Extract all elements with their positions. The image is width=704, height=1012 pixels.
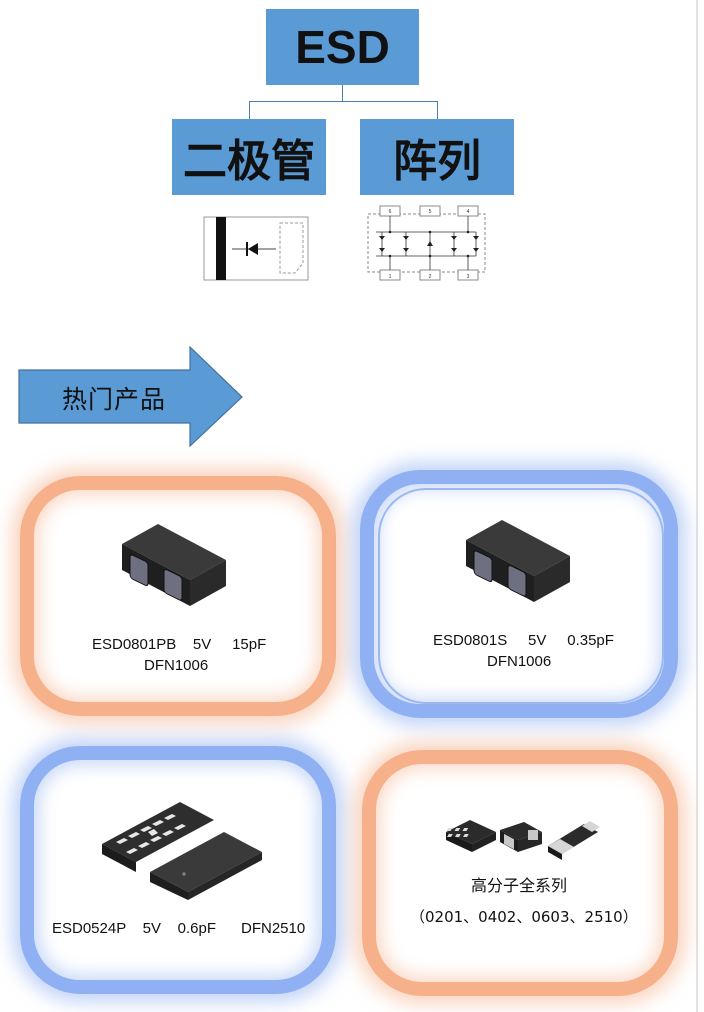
product-package-esd0801pb: DFN1006 <box>144 657 209 674</box>
card-inner-outline <box>378 488 664 704</box>
chip-image-polymer-series <box>446 820 600 860</box>
esd-root-box: ESD <box>266 9 419 85</box>
product-package-esd0801s: DFN1006 <box>487 653 552 670</box>
array-label: 阵列 <box>393 136 481 187</box>
pin-label-top-2: 5 <box>429 209 432 215</box>
connector-root-stem <box>342 85 343 101</box>
chip-image-dfn2510 <box>102 802 262 900</box>
connector-right-stem <box>437 101 438 119</box>
diode-label: 二极管 <box>183 136 315 187</box>
product-spec-esd0524p: ESD0524P 5V 0.6pF DFN2510 <box>52 920 306 937</box>
chip-image-dfn1006-a <box>122 524 226 606</box>
product-card-esd0801pb[interactable] <box>20 476 336 716</box>
diode-box: 二极管 <box>172 119 326 195</box>
product-spec-esd0801pb: ESD0801PB 5V 15pF <box>92 636 267 653</box>
product-card-esd0524p[interactable] <box>20 746 336 994</box>
product-spec-polymer-series: 高分子全系列 <box>471 876 568 895</box>
connector-horizontal <box>249 101 437 102</box>
diode-package-schematic <box>203 216 309 281</box>
pin-label-top-1: 6 <box>389 209 392 215</box>
pin-label-bottom-1: 1 <box>389 274 392 280</box>
product-card-esd0801s[interactable] <box>360 470 678 718</box>
esd-root-label: ESD <box>295 21 390 73</box>
pin-label-bottom-3: 3 <box>467 274 470 280</box>
pin-label-top-3: 4 <box>467 209 470 215</box>
product-sizes-polymer-series: （0201、0402、0603、2510） <box>410 908 638 926</box>
array-package-schematic: 6 5 4 1 2 3 <box>367 205 486 281</box>
pin-label-bottom-2: 2 <box>429 274 432 280</box>
array-box: 阵列 <box>360 119 514 195</box>
hot-products-arrow <box>18 346 243 448</box>
connector-left-stem <box>249 101 250 119</box>
product-card-polymer-series[interactable] <box>362 750 678 996</box>
product-spec-esd0801s: ESD0801S 5V 0.35pF <box>433 632 614 649</box>
hot-products-label: 热门产品 <box>62 385 167 414</box>
chip-image-dfn1006-b <box>466 520 570 602</box>
page-edge-line <box>696 0 698 1012</box>
